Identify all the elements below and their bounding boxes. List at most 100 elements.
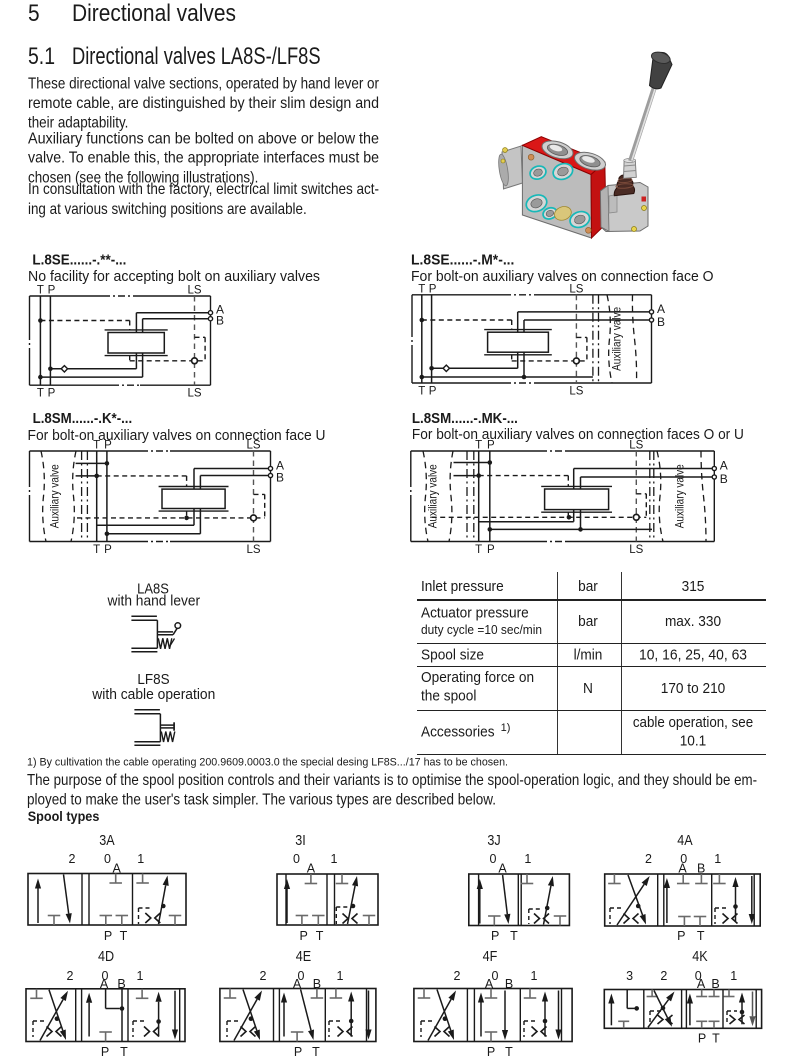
svg-text:P: P (491, 929, 499, 943)
svg-text:A: A (720, 459, 728, 473)
svg-text:No facility for accepting bolt: No facility for accepting bolt on auxili… (28, 268, 320, 285)
svg-text:A: A (276, 459, 284, 473)
svg-text:remote cable, are distinguishe: remote cable, are distinguished by their… (28, 95, 379, 112)
svg-text:4E: 4E (296, 949, 312, 965)
svg-text:T: T (37, 285, 44, 297)
svg-text:2: 2 (454, 969, 461, 983)
svg-text:1: 1 (730, 969, 737, 983)
svg-text:LS: LS (246, 544, 260, 556)
svg-text:LA8S: LA8S (137, 581, 169, 597)
svg-text:L.8SE......-.**-...: L.8SE......-.**-... (32, 252, 126, 269)
svg-text:LS: LS (569, 283, 583, 295)
svg-text:0: 0 (490, 852, 497, 866)
svg-text:4D: 4D (98, 949, 114, 965)
svg-text:LS: LS (629, 544, 643, 556)
svg-text:Operating force on: Operating force on (421, 669, 534, 686)
svg-text:P: P (294, 1045, 302, 1059)
svg-text:T: T (120, 1045, 128, 1059)
svg-text:For bolt-on auxiliary valves o: For bolt-on auxiliary valves on connecti… (412, 426, 744, 443)
svg-text:LS: LS (629, 440, 643, 452)
svg-text:P: P (104, 544, 112, 556)
svg-text:5: 5 (28, 0, 40, 27)
svg-text:ployed to make the user's task: ployed to make the user's task simpler. … (27, 791, 496, 808)
svg-text:1: 1 (337, 969, 344, 983)
svg-text:P: P (487, 440, 495, 452)
svg-text:T: T (93, 440, 100, 452)
svg-text:B: B (711, 977, 719, 991)
svg-text:1: 1 (137, 852, 144, 866)
svg-text:Auxiliary valve: Auxiliary valve (610, 307, 624, 371)
svg-text:B: B (117, 977, 125, 991)
svg-text:Directional valves: Directional valves (72, 0, 236, 27)
svg-text:Spool types: Spool types (28, 809, 100, 825)
svg-text:Actuator pressure: Actuator pressure (421, 605, 529, 622)
svg-text:1): 1) (501, 722, 511, 734)
svg-text:B: B (216, 314, 224, 328)
svg-text:T: T (120, 929, 128, 943)
svg-text:3I: 3I (295, 833, 306, 849)
svg-text:cable operation, see: cable operation, see (633, 714, 753, 731)
svg-text:T: T (475, 544, 482, 556)
svg-text:0: 0 (102, 969, 109, 983)
svg-text:A: A (678, 862, 687, 876)
svg-text:170 to 210: 170 to 210 (661, 680, 726, 697)
svg-text:P: P (487, 544, 495, 556)
svg-text:3J: 3J (487, 833, 500, 849)
svg-text:1) By cultivation the cable op: 1) By cultivation the cable operating 20… (27, 756, 508, 768)
svg-text:with hand lever: with hand lever (107, 593, 201, 609)
svg-text:10, 16, 25, 40, 63: 10, 16, 25, 40, 63 (639, 647, 747, 664)
svg-text:T: T (697, 929, 705, 943)
svg-text:T: T (93, 544, 100, 556)
svg-text:4A: 4A (677, 833, 693, 849)
svg-text:0: 0 (492, 969, 499, 983)
svg-text:B: B (505, 977, 513, 991)
svg-text:LS: LS (246, 440, 260, 452)
svg-text:For bolt-on auxiliary valves o: For bolt-on auxiliary valves on connecti… (411, 268, 714, 285)
svg-text:A: A (307, 862, 316, 876)
svg-text:T: T (37, 388, 44, 400)
svg-text:duty cycle =10 sec/min: duty cycle =10 sec/min (421, 623, 542, 637)
svg-text:chosen (see the following illu: chosen (see the following illustrations)… (28, 170, 258, 187)
svg-text:The purpose of the spool posit: The purpose of the spool position contro… (27, 772, 757, 789)
svg-text:0: 0 (298, 969, 305, 983)
svg-text:B: B (657, 315, 665, 329)
svg-text:P: P (487, 1045, 495, 1059)
svg-text:P: P (300, 929, 308, 943)
svg-text:0: 0 (680, 852, 687, 866)
svg-text:max. 330: max. 330 (665, 613, 721, 630)
svg-text:2: 2 (260, 969, 267, 983)
svg-text:LF8S: LF8S (137, 672, 169, 688)
svg-text:B: B (276, 471, 284, 485)
svg-text:2: 2 (67, 969, 74, 983)
svg-text:T: T (475, 440, 482, 452)
svg-text:bar: bar (578, 578, 598, 595)
svg-text:Auxiliary functions can be bol: Auxiliary functions can be bolted on abo… (28, 130, 379, 147)
svg-text:P: P (48, 285, 56, 297)
svg-text:B: B (720, 472, 728, 486)
svg-text:T: T (510, 929, 518, 943)
svg-text:P: P (104, 929, 112, 943)
svg-text:A: A (216, 303, 224, 317)
svg-text:valve. To enable this, the app: valve. To enable this, the appropriate i… (28, 150, 379, 167)
svg-text:with cable operation: with cable operation (91, 687, 215, 703)
svg-text:L.8SE......-.M*-...: L.8SE......-.M*-... (411, 252, 514, 269)
svg-text:l/min: l/min (574, 647, 603, 664)
svg-text:A: A (498, 862, 507, 876)
svg-text:0: 0 (104, 852, 111, 866)
svg-text:T: T (316, 929, 324, 943)
svg-text:P: P (429, 283, 437, 295)
svg-text:P: P (101, 1045, 109, 1059)
svg-text:A: A (485, 977, 494, 991)
svg-text:1: 1 (331, 852, 338, 866)
svg-text:1: 1 (714, 852, 721, 866)
svg-text:L.8SM......-.MK-...: L.8SM......-.MK-... (412, 410, 518, 427)
svg-text:These directional valve sectio: These directional valve sections, operat… (28, 76, 380, 93)
svg-text:A: A (697, 977, 706, 991)
svg-text:1: 1 (524, 852, 531, 866)
svg-text:3A: 3A (99, 833, 115, 849)
svg-text:1: 1 (137, 969, 144, 983)
svg-text:2: 2 (660, 969, 667, 983)
svg-text:315: 315 (682, 578, 705, 595)
svg-text:ing at various switching posit: ing at various switching positions are a… (28, 201, 307, 218)
svg-text:A: A (293, 977, 302, 991)
